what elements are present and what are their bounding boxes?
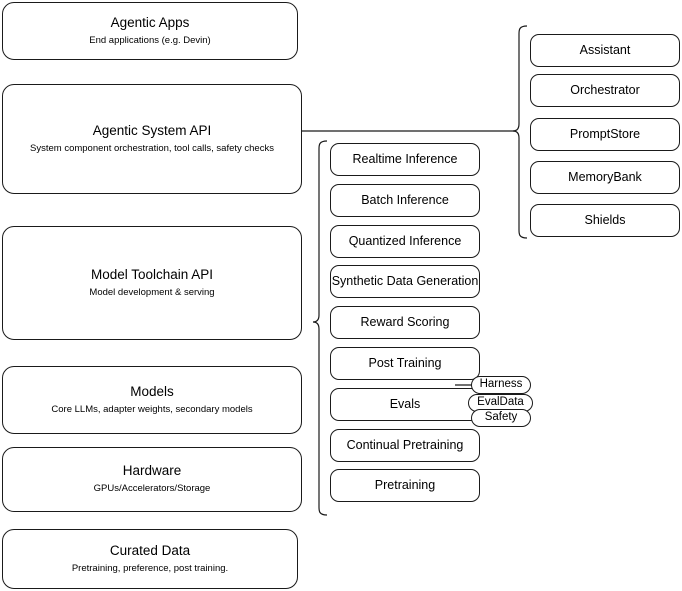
component-label: Orchestrator xyxy=(570,83,640,98)
bracket-toolchain-components xyxy=(312,140,328,516)
component-label: Assistant xyxy=(579,43,631,58)
layer-box-agentic-apps[interactable]: Agentic Apps End applications (e.g. Devi… xyxy=(2,2,298,60)
component-box-continual-pretraining[interactable]: Continual Pretraining xyxy=(330,429,480,462)
layer-box-model-toolchain-api[interactable]: Model Toolchain API Model development & … xyxy=(2,226,302,340)
eval-tag-safety[interactable]: Safety xyxy=(471,409,531,427)
layer-title: Agentic Apps xyxy=(110,14,190,30)
component-label: Continual Pretraining xyxy=(346,438,464,453)
component-box-promptstore[interactable]: PromptStore xyxy=(530,118,680,151)
layer-box-agentic-system-api[interactable]: Agentic System API System component orch… xyxy=(2,84,302,194)
component-label: Quantized Inference xyxy=(348,234,462,249)
component-box-realtime-inference[interactable]: Realtime Inference xyxy=(330,143,480,176)
layer-box-models[interactable]: Models Core LLMs, adapter weights, secon… xyxy=(2,366,302,434)
component-box-evals[interactable]: Evals xyxy=(330,388,480,421)
layer-title: Agentic System API xyxy=(92,122,212,138)
component-box-reward-scoring[interactable]: Reward Scoring xyxy=(330,306,480,339)
component-label: Evals xyxy=(389,397,421,412)
component-label: Batch Inference xyxy=(361,193,449,208)
component-box-pretraining[interactable]: Pretraining xyxy=(330,469,480,502)
eval-tag-harness[interactable]: Harness xyxy=(471,376,531,394)
layer-subtitle: Model development & serving xyxy=(89,286,215,298)
layer-subtitle: End applications (e.g. Devin) xyxy=(89,34,211,46)
eval-tag-label: EvalData xyxy=(477,396,524,409)
component-box-post-training[interactable]: Post Training xyxy=(330,347,480,380)
layer-subtitle: GPUs/Accelerators/Storage xyxy=(93,483,211,495)
layer-subtitle: Pretraining, preference, post training. xyxy=(71,562,229,574)
component-label: MemoryBank xyxy=(568,170,642,185)
component-box-batch-inference[interactable]: Batch Inference xyxy=(330,184,480,217)
component-label: Synthetic Data Generation xyxy=(331,274,479,289)
component-label: Pretraining xyxy=(374,478,436,493)
layer-title: Hardware xyxy=(122,463,182,479)
component-label: Reward Scoring xyxy=(360,315,450,330)
layer-title: Models xyxy=(130,383,174,399)
layer-subtitle: System component orchestration, tool cal… xyxy=(30,142,274,154)
component-box-shields[interactable]: Shields xyxy=(530,204,680,237)
component-box-orchestrator[interactable]: Orchestrator xyxy=(530,74,680,107)
layer-box-curated-data[interactable]: Curated Data Pretraining, preference, po… xyxy=(2,529,298,589)
layer-box-hardware[interactable]: Hardware GPUs/Accelerators/Storage xyxy=(2,447,302,512)
layer-subtitle: Core LLMs, adapter weights, secondary mo… xyxy=(51,403,253,415)
component-label: PromptStore xyxy=(569,127,641,142)
component-label: Realtime Inference xyxy=(352,152,458,167)
component-box-synthetic-data-generation[interactable]: Synthetic Data Generation xyxy=(330,265,480,298)
component-label: Post Training xyxy=(368,356,442,371)
component-label: Shields xyxy=(584,213,626,228)
layer-title: Curated Data xyxy=(109,542,191,558)
component-box-quantized-inference[interactable]: Quantized Inference xyxy=(330,225,480,258)
eval-tag-label: Harness xyxy=(479,378,523,391)
layer-title: Model Toolchain API xyxy=(90,266,214,282)
bracket-agentic-components xyxy=(512,25,528,239)
component-box-memorybank[interactable]: MemoryBank xyxy=(530,161,680,194)
eval-tag-label: Safety xyxy=(484,411,518,424)
component-box-assistant[interactable]: Assistant xyxy=(530,34,680,67)
